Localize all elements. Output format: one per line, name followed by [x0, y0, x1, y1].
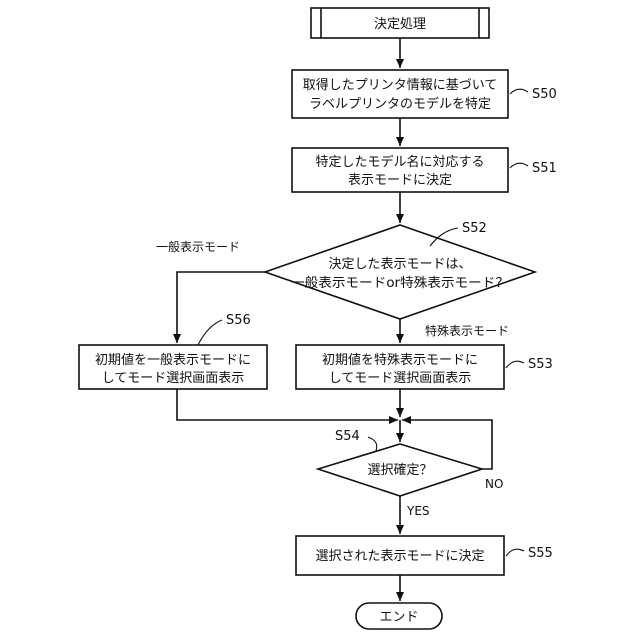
- step-label-s56-group: S56: [198, 313, 251, 345]
- decision-s52-line-1: 決定した表示モードは、: [328, 257, 471, 272]
- edge-label-general-mode: 一般表示モード: [156, 239, 240, 254]
- step-label-s51: S51: [532, 161, 557, 176]
- process-s55: 選択された表示モードに決定: [296, 536, 504, 575]
- process-s53: 初期値を特殊表示モードに してモード選択画面表示: [296, 345, 504, 389]
- process-s56-line-2: してモード選択画面表示: [102, 371, 245, 386]
- edge-label-yes: YES: [406, 504, 430, 518]
- step-label-s50: S50: [532, 87, 557, 102]
- start-node: 決定処理: [311, 8, 489, 38]
- end-node-label: エンド: [379, 610, 418, 625]
- edge-label-no: NO: [485, 477, 503, 491]
- process-s50-line-1: 取得したプリンタ情報に基づいて: [303, 77, 498, 93]
- process-s51: 特定したモデル名に対応する 表示モードに決定: [292, 148, 508, 192]
- step-label-s53: S53: [528, 357, 553, 372]
- step-label-s54: S54: [335, 429, 360, 444]
- process-s53-line-2: してモード選択画面表示: [329, 371, 472, 386]
- flow-edges: [177, 38, 492, 601]
- process-s50-line-2: ラベルプリンタのモデルを特定: [309, 96, 491, 112]
- edge-s56-to-merge: [177, 389, 398, 420]
- step-label-s52: S52: [462, 221, 487, 236]
- process-s56-line-1: 初期値を一般表示モードに: [95, 352, 251, 368]
- start-node-label: 決定処理: [374, 17, 426, 32]
- process-s51-line-1: 特定したモデル名に対応する: [315, 154, 484, 170]
- step-label-s56: S56: [226, 313, 251, 328]
- step-label-s53-group: S53: [506, 357, 553, 372]
- edge-s52-to-s56: [177, 272, 265, 343]
- process-s51-line-2: 表示モードに決定: [348, 173, 452, 188]
- step-label-s51-group: S51: [510, 161, 557, 176]
- step-label-s54-group: S54: [335, 429, 377, 451]
- process-s55-label: 選択された表示モードに決定: [315, 549, 484, 564]
- edge-label-special-mode: 特殊表示モード: [425, 323, 509, 338]
- decision-s54-label: 選択確定？: [367, 462, 432, 478]
- decision-s52: 決定した表示モードは、 一般表示モードor特殊表示モード？: [265, 225, 535, 319]
- decision-s54: 選択確定？: [318, 444, 482, 496]
- step-label-s55: S55: [528, 546, 553, 561]
- process-s50: 取得したプリンタ情報に基づいて ラベルプリンタのモデルを特定: [292, 70, 508, 118]
- decision-s52-line-2: 一般表示モードor特殊表示モード？: [291, 275, 509, 291]
- end-node: エンド: [356, 603, 442, 629]
- step-label-s50-group: S50: [510, 87, 557, 102]
- process-s56: 初期値を一般表示モードに してモード選択画面表示: [79, 345, 267, 389]
- process-s53-line-1: 初期値を特殊表示モードに: [322, 352, 478, 368]
- step-label-s55-group: S55: [506, 546, 553, 561]
